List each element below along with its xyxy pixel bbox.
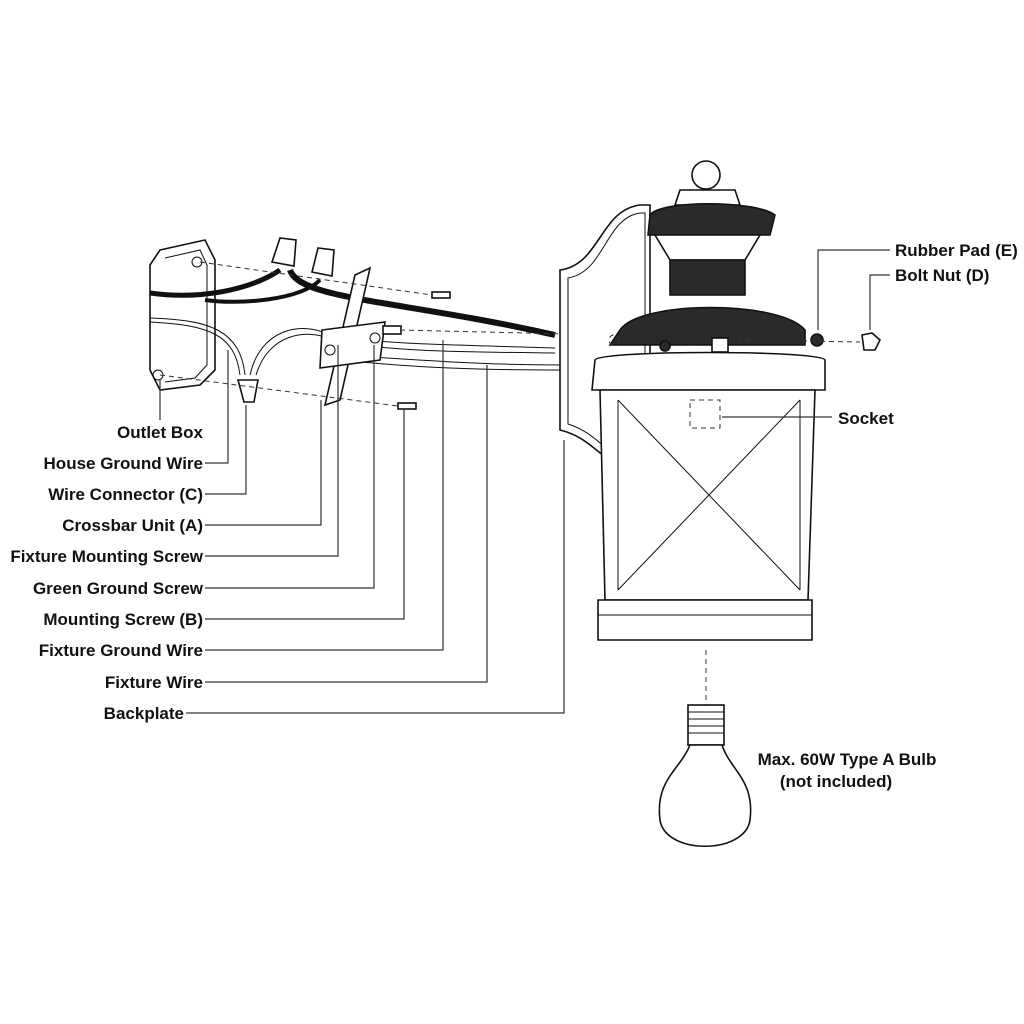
crossbar-unit <box>319 266 402 407</box>
label-socket: Socket <box>838 409 894 428</box>
rubber-pad <box>810 333 824 347</box>
lantern <box>591 160 826 641</box>
label-backplate: Backplate <box>104 704 184 723</box>
label-bulb-line2: (not included) <box>780 772 892 791</box>
label-outlet-box: Outlet Box <box>117 423 203 442</box>
label-house-ground-wire: House Ground Wire <box>44 454 203 473</box>
leader-lines <box>159 249 890 714</box>
label-wire-connector: Wire Connector (C) <box>48 485 203 504</box>
label-bolt-nut: Bolt Nut (D) <box>895 266 989 285</box>
fixture-mounting-screw <box>431 291 451 299</box>
bolt-nut <box>861 332 881 351</box>
label-fixture-wire: Fixture Wire <box>105 673 203 692</box>
house-wires <box>149 267 561 376</box>
label-mounting-screw: Mounting Screw (B) <box>43 610 203 629</box>
bulb <box>658 650 752 847</box>
label-green-ground-screw: Green Ground Screw <box>33 579 204 598</box>
label-fixture-mounting-screw: Fixture Mounting Screw <box>10 547 203 566</box>
label-crossbar-unit: Crossbar Unit (A) <box>62 516 203 535</box>
mounting-screw <box>397 402 417 410</box>
outlet-box <box>149 239 216 391</box>
wire-connectors <box>236 237 335 403</box>
label-bulb-line1: Max. 60W Type A Bulb <box>758 750 937 769</box>
label-rubber-pad: Rubber Pad (E) <box>895 241 1018 260</box>
label-fixture-ground-wire: Fixture Ground Wire <box>39 641 203 660</box>
